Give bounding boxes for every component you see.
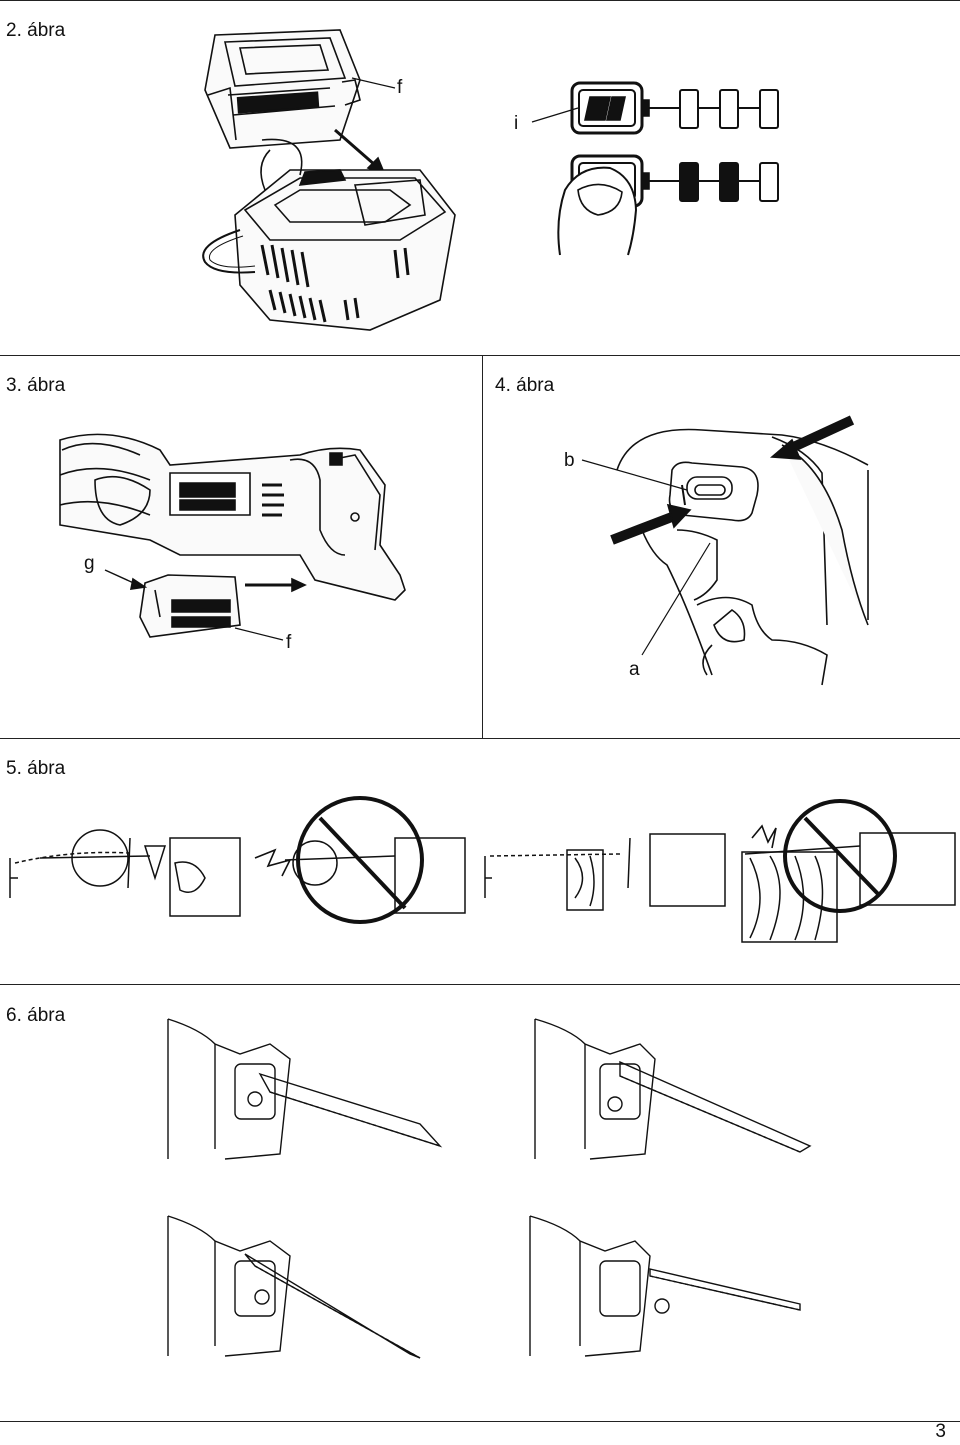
bottom-rule (0, 1421, 960, 1422)
rule-fig5-fig6 (0, 984, 960, 985)
fig2-title: 2. ábra (6, 20, 66, 41)
blade-contact-correct-incorrect-illustration (0, 738, 960, 984)
fig3-title: 3. ábra (6, 375, 66, 396)
fig3-label-f: f (286, 632, 292, 653)
saw-battery-insert-illustration (0, 355, 482, 738)
battery-charger-illustration (0, 0, 960, 355)
divider-fig3-fig4 (482, 355, 483, 738)
page-number: 3 (935, 1421, 946, 1442)
fig6-title: 6. ábra (6, 1005, 66, 1026)
fig2-label-i: i (514, 113, 519, 134)
fig4-title: 4. ábra (495, 375, 555, 396)
top-rule (0, 0, 960, 1)
rule-fig4-fig5 (0, 738, 960, 739)
fig4-label-b: b (564, 450, 575, 471)
trigger-lock-illustration (482, 355, 960, 738)
fig3-label-g: g (84, 553, 95, 574)
fig4-label-a: a (629, 659, 640, 680)
rule-fig2-fig3 (0, 355, 960, 356)
fig5-title: 5. ábra (6, 758, 66, 779)
fig2-label-f: f (397, 77, 403, 98)
blade-positions-illustration (0, 984, 960, 1421)
